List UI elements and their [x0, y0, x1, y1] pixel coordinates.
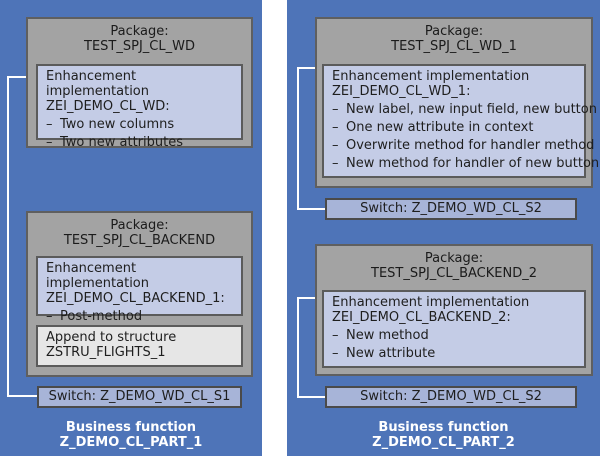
enhancement-items: –New label, new input field, new button … [332, 101, 600, 173]
enhancement-implementation-box: Enhancement implementation ZEI_DEMO_CL_B… [322, 290, 586, 368]
enhancement-name: ZEI_DEMO_CL_BACKEND_2: [332, 310, 511, 325]
switch-connector-line [297, 396, 325, 398]
list-dash: – [332, 328, 339, 343]
switch-connector-line [297, 297, 299, 398]
enhancement-name: ZEI_DEMO_CL_BACKEND_1: [46, 291, 225, 306]
switch-box: Switch: Z_DEMO_WD_CL_S2 [325, 198, 577, 220]
enhancement-name: ZEI_DEMO_CL_WD: [46, 99, 170, 114]
list-dash: – [332, 138, 339, 153]
package-title: Package: TEST_SPJ_CL_WD_1 [391, 24, 517, 54]
switch-connector-line [297, 208, 325, 210]
business-function-panel-2: Package: TEST_SPJ_CL_WD_1 Enhancement im… [287, 0, 600, 456]
enhancement-heading: Enhancement implementation [46, 69, 150, 99]
switch-connector-line [7, 395, 37, 397]
enhancement-implementation-box: Enhancement implementation ZEI_DEMO_CL_W… [36, 64, 243, 150]
list-item: –Overwrite method for handler method [332, 138, 595, 153]
business-function-panel-1: Package: TEST_SPJ_CL_WD Enhancement impl… [0, 0, 262, 456]
package-title: Package: TEST_SPJ_CL_BACKEND [63, 218, 216, 248]
list-item: –Post-method [46, 309, 143, 324]
enhancement-implementation-box: Enhancement implementation ZEI_DEMO_CL_W… [322, 64, 600, 178]
business-function-label: Business function Z_DEMO_CL_PART_2 [372, 420, 515, 450]
enhancement-heading: Enhancement implementation [46, 261, 150, 291]
list-dash: – [332, 346, 339, 361]
list-dash: – [46, 309, 53, 324]
enhancement-items: –Two new columns –Two new attributes [46, 116, 241, 152]
list-item: –Two new columns [46, 117, 175, 132]
switch-box: Switch: Z_DEMO_WD_CL_S2 [325, 386, 577, 408]
package-title: Package: TEST_SPJ_CL_BACKEND_2 [371, 251, 537, 281]
switch-connector-line [7, 76, 9, 397]
list-item: –Two new attributes [46, 135, 183, 150]
list-item: –New attribute [332, 346, 436, 361]
list-item: –New method [332, 328, 429, 343]
list-item: –New label, new input field, new button [332, 102, 597, 117]
switch-connector-line [297, 67, 299, 210]
enhancement-items: –Post-method [46, 308, 241, 326]
enhancement-heading: Enhancement implementation [332, 295, 530, 310]
list-item: –One new attribute in context [332, 120, 534, 135]
list-dash: – [46, 135, 53, 150]
switch-box: Switch: Z_DEMO_WD_CL_S1 [37, 386, 242, 408]
switch-connector-line [297, 67, 318, 69]
enhancement-heading: Enhancement implementation [332, 69, 530, 84]
business-function-label: Business function Z_DEMO_CL_PART_1 [59, 420, 203, 450]
enhancement-items: –New method –New attribute [332, 327, 584, 363]
switch-connector-line [297, 297, 318, 299]
enhancement-name: ZEI_DEMO_CL_WD_1: [332, 84, 471, 99]
switch-connector-line [7, 76, 37, 78]
list-dash: – [332, 156, 339, 171]
list-dash: – [46, 117, 53, 132]
enhancement-implementation-box: Enhancement implementation ZEI_DEMO_CL_B… [36, 256, 243, 324]
list-item: –New method for handler of new button [332, 156, 600, 171]
append-structure-box: Append to structure ZSTRU_FLIGHTS_1 [36, 325, 243, 367]
list-dash: – [332, 120, 339, 135]
list-dash: – [332, 102, 339, 117]
package-title: Package: TEST_SPJ_CL_WD [84, 24, 195, 54]
